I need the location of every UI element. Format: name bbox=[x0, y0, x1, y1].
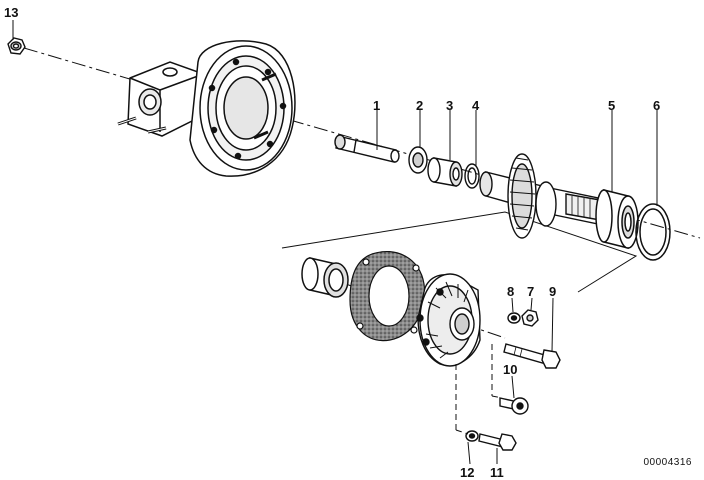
bolt-11 bbox=[478, 433, 517, 451]
callout-5: 5 bbox=[608, 98, 616, 113]
crown-wheel-gear bbox=[479, 153, 601, 239]
callout-1: 1 bbox=[373, 98, 381, 113]
bearing-race-3 bbox=[427, 157, 463, 187]
callout-11: 11 bbox=[490, 465, 504, 480]
callout-4: 4 bbox=[472, 98, 480, 113]
callout-10: 10 bbox=[503, 362, 518, 377]
callout-3: 3 bbox=[446, 98, 454, 113]
bolt-9 bbox=[503, 343, 561, 369]
spacer-sleeve-1 bbox=[334, 134, 400, 163]
diagram-reference-number: 00004316 bbox=[643, 457, 692, 468]
callout-leader-lines bbox=[12, 20, 658, 465]
circlip-ring-6 bbox=[635, 203, 671, 261]
washer-12 bbox=[465, 430, 479, 442]
nut-13 bbox=[7, 37, 26, 55]
gasket bbox=[349, 250, 426, 342]
output-flange bbox=[416, 273, 481, 367]
final-drive-housing bbox=[117, 40, 296, 177]
bearing-cone-2 bbox=[408, 146, 428, 174]
screw-10 bbox=[499, 397, 529, 415]
callout-9: 9 bbox=[549, 284, 557, 299]
nut-7 bbox=[521, 309, 539, 327]
callout-6: 6 bbox=[653, 98, 661, 113]
assembly-guide-lines bbox=[455, 344, 503, 435]
callout-7: 7 bbox=[527, 284, 535, 299]
callout-8: 8 bbox=[507, 284, 515, 299]
callout-2: 2 bbox=[416, 98, 424, 113]
assembly-plane-outline bbox=[281, 211, 638, 293]
callout-12: 12 bbox=[460, 465, 475, 480]
washer-8 bbox=[507, 312, 521, 324]
shim-ring-4 bbox=[464, 163, 480, 189]
callout-13: 13 bbox=[4, 5, 19, 20]
shaft-seal bbox=[301, 257, 349, 298]
ball-bearing-5 bbox=[595, 189, 639, 249]
